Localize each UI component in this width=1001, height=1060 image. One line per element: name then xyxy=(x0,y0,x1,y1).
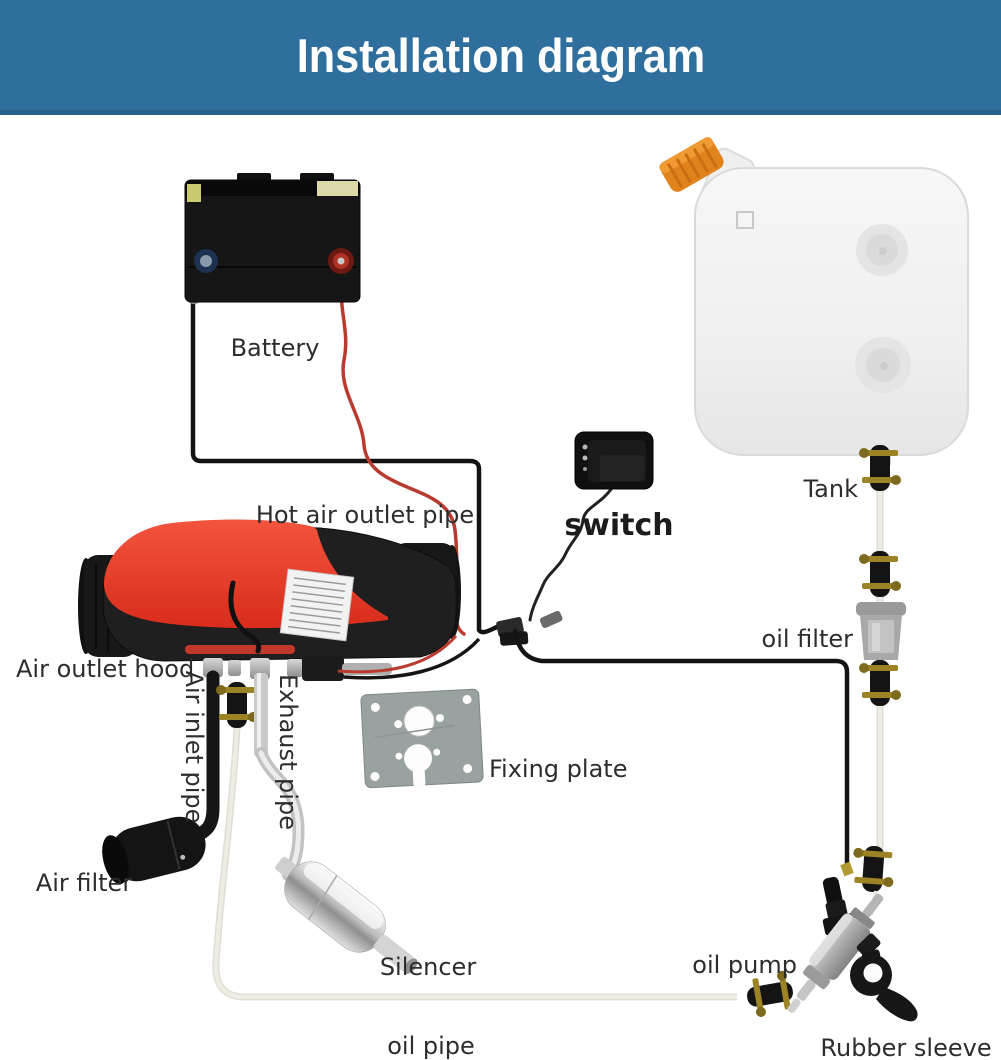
label-silencer: Silencer xyxy=(380,953,477,981)
header-banner: Installation diagram xyxy=(0,0,1001,115)
installation-diagram: Battery xyxy=(16,137,992,1060)
switch xyxy=(574,431,654,490)
label-oil-pipe: oil pipe xyxy=(387,1032,475,1060)
heater-fuel-connector xyxy=(216,682,258,728)
switch-cable xyxy=(528,486,614,622)
heater-spec-label xyxy=(279,568,355,642)
heater-cable-loop xyxy=(228,580,262,654)
oil-filter-graphic xyxy=(856,602,906,660)
battery xyxy=(184,173,361,304)
air-filter-graphic xyxy=(102,816,206,885)
tank-cap xyxy=(659,137,724,192)
fuel-connector-2 xyxy=(859,551,901,597)
fuel-tank xyxy=(659,137,969,465)
label-battery: Battery xyxy=(231,334,320,362)
tank-recess-top xyxy=(856,224,908,276)
label-oil-filter: oil filter xyxy=(762,625,854,653)
pump-power-wire xyxy=(512,628,850,874)
fuel-connector-3 xyxy=(859,660,901,706)
air-inlet-pipe-graphic xyxy=(102,670,220,885)
label-air-filter: Air filter xyxy=(36,869,133,897)
label-switch: switch xyxy=(564,508,673,543)
rubber-sleeve-graphic xyxy=(850,949,918,1022)
battery-sticker xyxy=(317,181,358,196)
tank-recess-bottom xyxy=(855,337,911,393)
battery-negative-wire xyxy=(190,297,500,635)
oil-pump-graphic xyxy=(787,893,884,1013)
label-rubber-sleeve: Rubber sleeve xyxy=(820,1034,991,1060)
fixing-plate-graphic xyxy=(360,688,484,790)
battery-positive-terminal xyxy=(328,248,354,274)
fuel-line xyxy=(743,445,906,1019)
heater-unit xyxy=(78,519,481,681)
fuel-connector-4 xyxy=(850,844,896,894)
oil-pipe-graphic xyxy=(213,727,737,999)
label-air-inlet-pipe: Air inlet pipe xyxy=(180,671,208,824)
heater-harness-black-wire xyxy=(343,637,481,680)
label-tank: Tank xyxy=(802,475,858,503)
label-fixing-plate: Fixing plate xyxy=(489,755,627,783)
silencer-graphic xyxy=(275,856,418,974)
heater-harness-red-wire xyxy=(337,634,458,674)
battery-negative-terminal xyxy=(194,249,218,273)
label-oil-pump: oil pump xyxy=(692,951,797,979)
exhaust-pipe-graphic xyxy=(254,673,305,881)
page-title: Installation diagram xyxy=(296,28,705,82)
fuel-connector-1 xyxy=(859,445,901,491)
label-exhaust-pipe: Exhaust pipe xyxy=(274,674,302,830)
label-air-outlet-hood: Air outlet hood xyxy=(16,655,194,683)
label-hot-air-outlet-pipe: Hot air outlet pipe xyxy=(256,501,474,529)
